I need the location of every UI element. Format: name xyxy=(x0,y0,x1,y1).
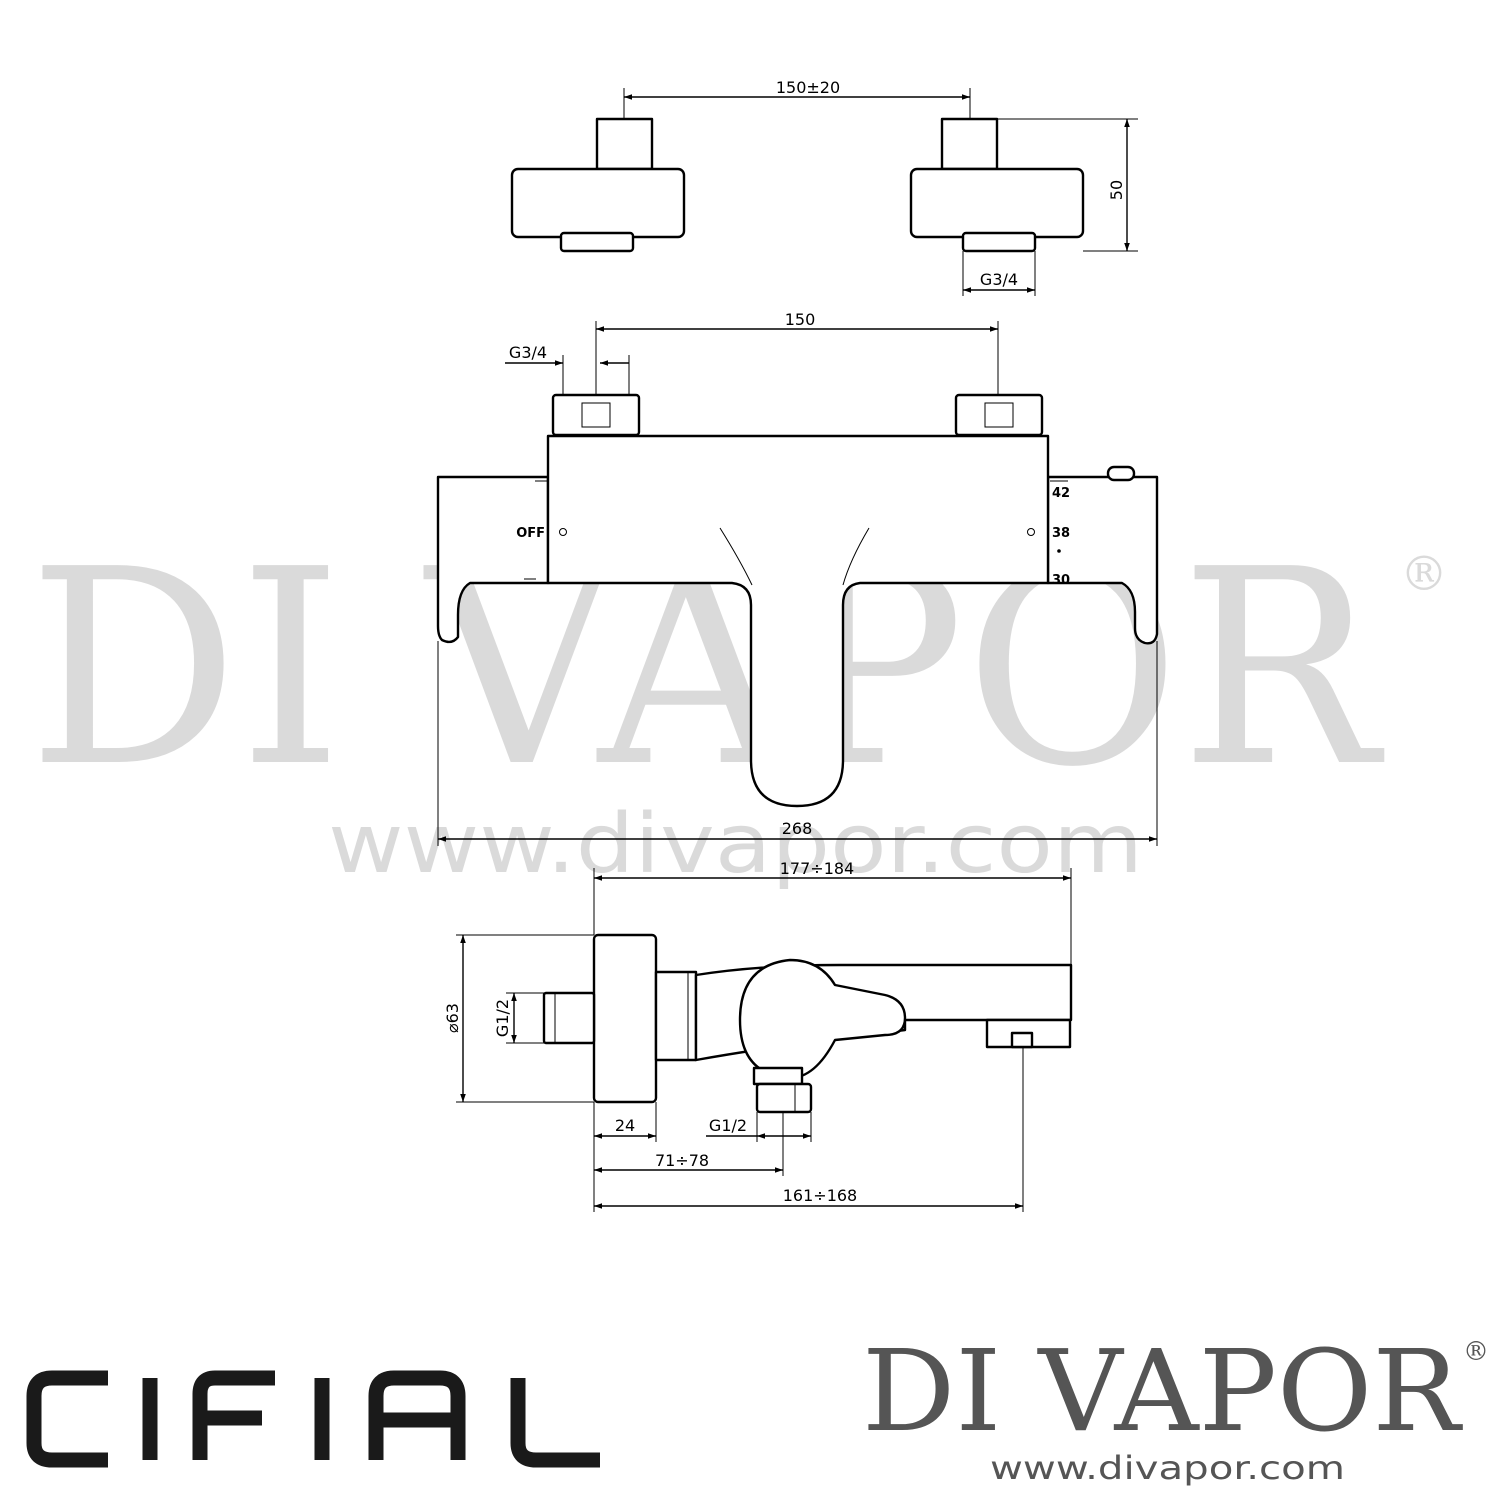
body-neck xyxy=(654,970,698,1062)
divapor-logo-registered: ® xyxy=(1463,1337,1489,1367)
front-view: 150 G3/4 OFF 42 38 30 268 xyxy=(436,310,1159,846)
dim-outlet-offset: 71÷78 xyxy=(655,1151,709,1170)
dim-flange-width: 24 xyxy=(615,1116,635,1135)
temp-scale-30: 30 xyxy=(1052,573,1070,588)
right-connector-nut xyxy=(961,231,1037,253)
off-indicator-dot xyxy=(559,528,567,536)
off-label: OFF xyxy=(516,526,545,541)
thermostat-handle xyxy=(1046,475,1159,645)
divapor-logo-text: DI VAPOR xyxy=(862,1327,1464,1457)
dim-connector-thread: G3/4 xyxy=(980,270,1018,289)
divapor-logo: DI VAPOR ® www.divapor.com xyxy=(862,1327,1489,1487)
mixer-body-and-spout xyxy=(546,434,1050,808)
watermark-registered-mark: ® xyxy=(1400,546,1448,602)
dim-flange-diameter: ⌀63 xyxy=(443,1003,462,1033)
right-connector-stem xyxy=(940,117,999,171)
wall-flange xyxy=(592,933,658,1104)
hose-outlet-collar xyxy=(752,1066,804,1086)
temp-indicator-dot xyxy=(1027,528,1035,536)
outlet-aerator xyxy=(1010,1031,1034,1049)
dim-overall-width: 268 xyxy=(782,819,813,838)
temp-scale-38: 38 xyxy=(1052,526,1070,541)
right-inlet-nut xyxy=(954,393,1044,437)
dim-outlet-thread: G1/2 xyxy=(709,1116,747,1135)
dim-inlet-thread-side: G1/2 xyxy=(493,999,512,1037)
thermostat-safety-button xyxy=(1106,465,1136,482)
hose-outlet-nut xyxy=(755,1082,813,1114)
dim-connector-height: 50 xyxy=(1107,180,1126,200)
right-connector-flange xyxy=(909,167,1085,239)
cifial-logo xyxy=(26,1370,600,1468)
dim-connector-spacing: 150±20 xyxy=(776,78,840,97)
left-inlet-nut xyxy=(551,393,641,437)
divapor-logo-url: www.divapor.com xyxy=(990,1449,1345,1487)
left-connector-flange xyxy=(510,167,686,239)
left-connector-nut xyxy=(559,231,635,253)
side-view: 177÷184 ⌀63 G1/2 24 G1/2 71÷78 161÷168 xyxy=(443,859,1073,1212)
inlet-stub xyxy=(542,991,596,1045)
dim-depth-total: 177÷184 xyxy=(780,859,854,878)
left-connector-stem xyxy=(595,117,654,171)
diverter-handle xyxy=(436,475,550,644)
dim-inlet-spacing: 150 xyxy=(785,310,816,329)
top-view: 150±20 50 G3/4 xyxy=(510,78,1138,296)
temp-scale-42: 42 xyxy=(1052,486,1070,501)
dim-spout-offset: 161÷168 xyxy=(783,1186,857,1205)
dim-inlet-thread: G3/4 xyxy=(509,343,547,362)
